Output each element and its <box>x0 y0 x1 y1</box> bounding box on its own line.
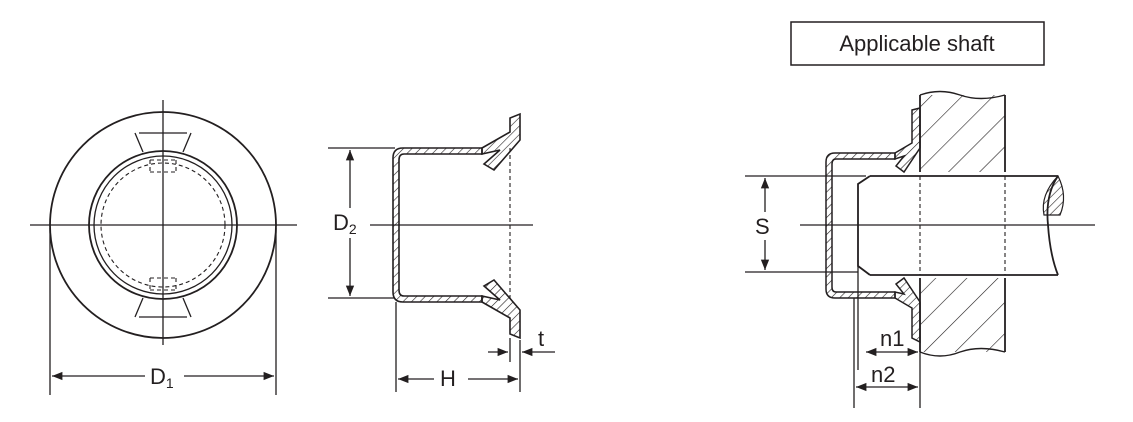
wall-top <box>920 95 1005 172</box>
title-text: Applicable shaft <box>839 31 994 56</box>
applicable-shaft-view: Applicable shaft S <box>745 21 1095 408</box>
mounted-cap-top-flange <box>894 107 921 174</box>
mounted-cap-bottom-flange <box>894 276 921 344</box>
t-label: t <box>538 326 544 351</box>
bottom-flange <box>481 278 521 340</box>
d2-label: D2 <box>333 210 357 237</box>
n2-label: n2 <box>871 362 895 387</box>
d1-label: D1 <box>150 364 174 391</box>
h-label: H <box>440 366 456 391</box>
wall-bottom <box>920 278 1005 352</box>
top-flange <box>481 112 521 172</box>
cap-shell <box>392 147 483 303</box>
s-label: S <box>755 214 770 239</box>
mounted-cap-shell <box>825 152 896 299</box>
n1-label: n1 <box>880 326 904 351</box>
front-view: D1 <box>30 100 297 395</box>
title-box <box>790 21 1045 66</box>
side-section-view: D2 H t <box>328 112 555 392</box>
